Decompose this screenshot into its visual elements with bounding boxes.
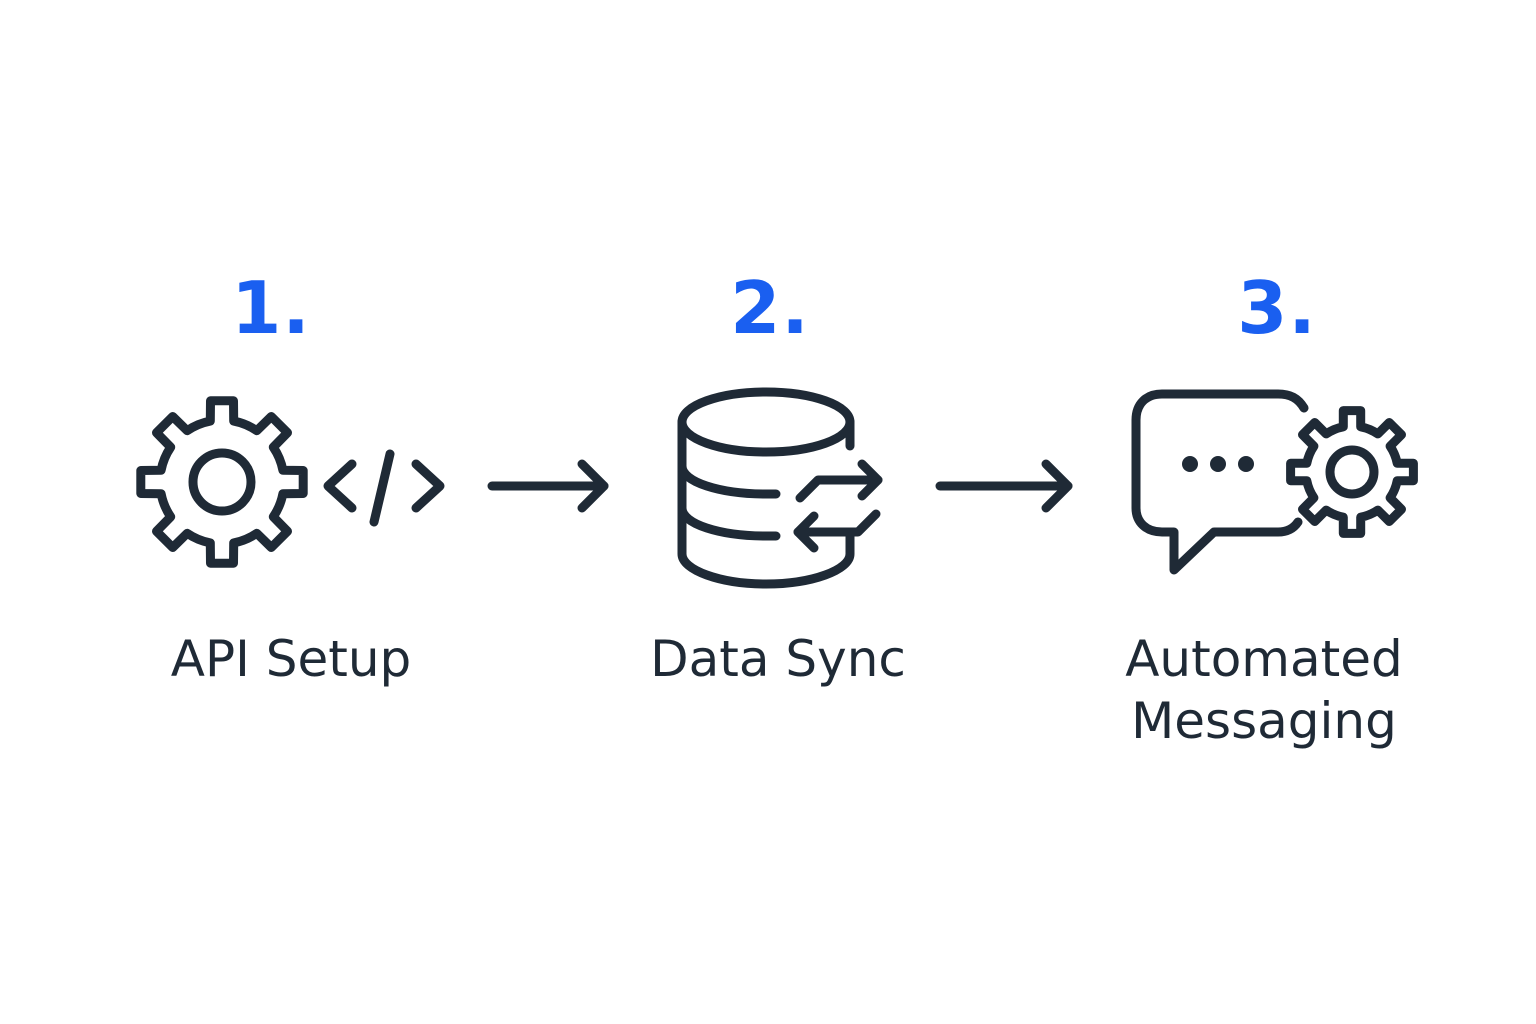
step-label-3-line-1: Automated xyxy=(1125,630,1403,688)
step-number-2: 2. xyxy=(730,266,810,350)
code-brackets-icon xyxy=(322,448,446,528)
step-label-1: API Setup xyxy=(170,630,412,688)
gear-icon xyxy=(134,394,310,570)
step-label-3: Automated Messaging xyxy=(1084,628,1444,752)
arrow-right-icon xyxy=(487,458,612,514)
step-number-3: 3. xyxy=(1237,266,1317,350)
step-label-2: Data Sync xyxy=(650,630,906,688)
step-label-3-line-2: Messaging xyxy=(1131,692,1397,750)
gear-icon xyxy=(1284,404,1420,540)
chat-bubble-icon xyxy=(1128,386,1324,582)
step-number-1: 1. xyxy=(231,266,311,350)
database-icon xyxy=(676,386,860,590)
arrow-right-icon xyxy=(935,458,1076,514)
sync-arrows-icon xyxy=(788,456,888,556)
